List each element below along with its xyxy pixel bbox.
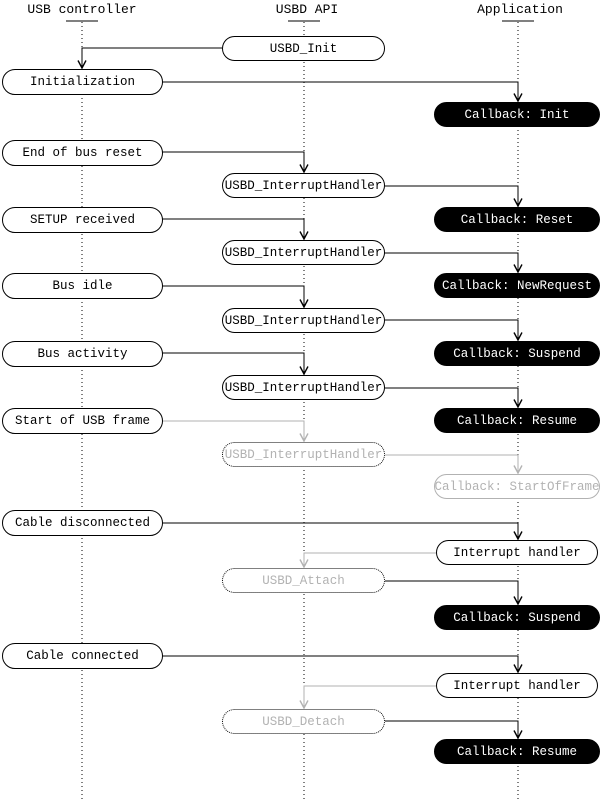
column-header-usbd-api: USBD API <box>275 2 339 17</box>
callback-init: Callback: Init <box>434 102 600 127</box>
arrow-bus-reset-to-interrupt-handler <box>162 151 304 172</box>
arrow-interrupt-handler-to-callback-sof-dimmed <box>385 454 518 473</box>
column-header-application: Application <box>477 2 563 17</box>
api-call-usbd-detach-dimmed: USBD_Detach <box>222 709 385 734</box>
arrow-bus-idle-to-interrupt-handler <box>162 285 304 307</box>
event-end-of-bus-reset: End of bus reset <box>2 140 163 166</box>
app-interrupt-handler-2: Interrupt handler <box>436 673 598 698</box>
arrow-interrupt-handler-to-callback-newrequest <box>385 252 518 272</box>
api-call-usbd-interrupt-handler-4: USBD_InterruptHandler <box>222 375 385 400</box>
callback-resume-1: Callback: Resume <box>434 408 600 433</box>
api-call-usbd-interrupt-handler-5-dimmed: USBD_InterruptHandler <box>222 442 385 467</box>
arrow-interrupt-handler-to-callback-suspend <box>385 319 518 340</box>
arrow-usbd-init-to-initialization <box>82 47 222 68</box>
event-bus-activity: Bus activity <box>2 341 163 367</box>
arrow-interrupt-handler-to-callback-reset <box>385 185 518 206</box>
message-arrows <box>82 47 518 738</box>
callback-suspend-1: Callback: Suspend <box>434 341 600 366</box>
callback-reset: Callback: Reset <box>434 207 600 232</box>
app-interrupt-handler-1: Interrupt handler <box>436 540 598 565</box>
callback-suspend-2: Callback: Suspend <box>434 605 600 630</box>
arrow-interrupt-handler-to-usbd-detach-dimmed <box>304 685 436 708</box>
callback-resume-2: Callback: Resume <box>434 739 600 764</box>
api-call-usbd-interrupt-handler-1: USBD_InterruptHandler <box>222 173 385 198</box>
event-setup-received: SETUP received <box>2 207 163 233</box>
arrow-sof-to-interrupt-handler-dimmed <box>162 420 304 441</box>
arrow-usbd-detach-to-callback-resume <box>385 720 518 738</box>
arrow-usbd-attach-to-callback-suspend <box>385 580 518 604</box>
event-start-of-usb-frame: Start of USB frame <box>2 408 163 434</box>
arrow-interrupt-handler-to-usbd-attach-dimmed <box>304 552 436 567</box>
arrow-bus-activity-to-interrupt-handler <box>162 352 304 374</box>
event-cable-disconnected: Cable disconnected <box>2 510 163 536</box>
event-initialization: Initialization <box>2 69 163 95</box>
arrow-interrupt-handler-to-callback-resume <box>385 387 518 407</box>
event-cable-connected: Cable connected <box>2 643 163 669</box>
event-bus-idle: Bus idle <box>2 273 163 299</box>
arrow-setup-to-interrupt-handler <box>162 218 304 239</box>
api-call-usbd-interrupt-handler-2: USBD_InterruptHandler <box>222 240 385 265</box>
api-call-usbd-init: USBD_Init <box>222 36 385 61</box>
callback-start-of-frame-dimmed: Callback: StartOfFrame <box>434 474 600 499</box>
api-call-usbd-attach-dimmed: USBD_Attach <box>222 568 385 593</box>
arrow-cable-disconnected-to-interrupt-handler <box>162 522 518 539</box>
arrow-cable-connected-to-interrupt-handler <box>162 655 518 672</box>
callback-new-request: Callback: NewRequest <box>434 273 600 298</box>
api-call-usbd-interrupt-handler-3: USBD_InterruptHandler <box>222 308 385 333</box>
column-header-usb-controller: USB controller <box>27 2 137 17</box>
arrow-initialization-to-callback-init <box>162 81 518 101</box>
